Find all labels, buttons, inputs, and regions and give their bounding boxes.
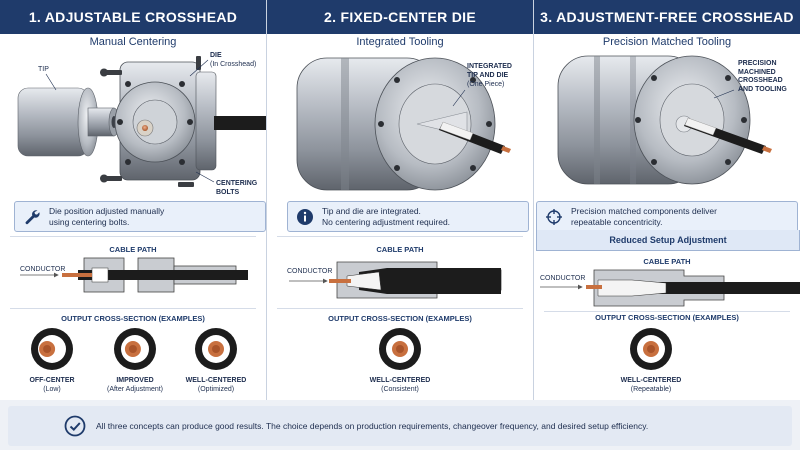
cable-cross-section [31,328,73,370]
info-box: Die position adjusted manually using cen… [14,201,266,232]
panel-fixed-center-die: 2. FIXED-CENTER DIE Integrated Tooling I… [267,0,534,400]
conductor-strand [396,345,404,353]
cable-cross-section [195,328,237,370]
adjustable-crosshead-illustration [17,56,266,187]
output-cross-sections [630,328,672,370]
cable-path-title: CABLE PATH [109,245,157,254]
integrated-callout-sub: (One Piece) [467,81,505,88]
divider [10,236,256,237]
output-title: OUTPUT CROSS-SECTION (EXAMPLES) [595,313,739,322]
output-caption: IMPROVED(After Adjustment) [106,377,164,393]
output-cross-sections [379,328,421,370]
bolts-callout: CENTERING BOLTS [216,180,258,196]
output-caption: WELL-CENTERED(Optimized) [185,377,247,393]
info-box: Tip and die are integrated. No centering… [287,201,529,232]
cable-jacket [214,116,266,130]
adjustment-free-crosshead-illustration [557,55,772,185]
info-text: Die position adjusted manually using cen… [49,205,165,227]
die-body [296,57,496,191]
conductor-strand [43,345,52,353]
crosshair-icon [537,208,571,226]
panel-adjustable-crosshead: 1. ADJUSTABLE CROSSHEAD Manual Centering [0,0,267,400]
conductor-strand [647,345,655,353]
output-caption: WELL-CENTERED(Repeatable) [620,377,682,393]
cable-cross-section [114,328,156,370]
panel-subtitle: Manual Centering [89,36,177,48]
divider [10,308,256,309]
conductor-strand [128,345,137,353]
cable-path-diagram [20,257,248,293]
exiting-cable [684,117,772,154]
panel-subtitle: Integrated Tooling [356,36,444,48]
info-box: Precision matched components deliver rep… [536,201,798,231]
wrench-icon [15,208,49,226]
panel-subtitle: Precision Matched Tooling [602,36,732,48]
precision-callout: PRECISION MACHINED CROSSHEAD AND TOOLING [738,60,787,93]
conductor-strand [212,345,220,353]
footer-text: All three concepts can produce good resu… [96,421,649,431]
output-caption: WELL-CENTERED(Consistent) [369,377,431,393]
fixed-center-die-illustration [296,57,511,191]
output-caption: OFF-CENTER(Low) [29,377,75,393]
cable-path-diagram [289,261,502,299]
conductor-label: CONDUCTOR [540,275,586,282]
output-title: OUTPUT CROSS-SECTION (EXAMPLES) [328,314,472,323]
cable-cross-section [630,328,672,370]
die-callout: DIE [210,52,222,59]
check-circle-icon [64,415,86,437]
exiting-cable [439,121,511,154]
cable-path-title: CABLE PATH [376,245,424,254]
output-cross-sections [31,328,237,370]
divider [277,236,523,237]
panel-header: 2. FIXED-CENTER DIE [267,0,533,34]
cable-cross-section [379,328,421,370]
die-callout-sub: (In Crosshead) [210,61,257,68]
info-text: Precision matched components deliver rep… [571,205,717,227]
panel-header: 3. ADJUSTMENT-FREE CROSSHEAD [534,0,800,34]
integrated-callout: INTEGRATED TIP AND DIE [467,63,512,79]
cable-path-title: CABLE PATH [643,257,691,266]
info-text: Tip and die are integrated. No centering… [322,205,451,227]
summary-footer: All three concepts can produce good resu… [8,406,792,446]
output-title: OUTPUT CROSS-SECTION (EXAMPLES) [61,314,205,323]
crosshead-body [114,61,217,181]
conductor-label: CONDUCTOR [20,266,66,273]
panel-adjustment-free-crosshead: 3. ADJUSTMENT-FREE CROSSHEAD Precision M… [534,0,800,400]
conductor-label: CONDUCTOR [287,268,333,275]
cable-path-diagram [540,269,800,307]
info-icon [288,208,322,226]
divider [277,308,523,309]
divider [544,311,790,312]
tip-callout: TIP [38,66,49,73]
centering-bolts [100,56,201,187]
panel-header: 1. ADJUSTABLE CROSSHEAD [0,0,266,34]
